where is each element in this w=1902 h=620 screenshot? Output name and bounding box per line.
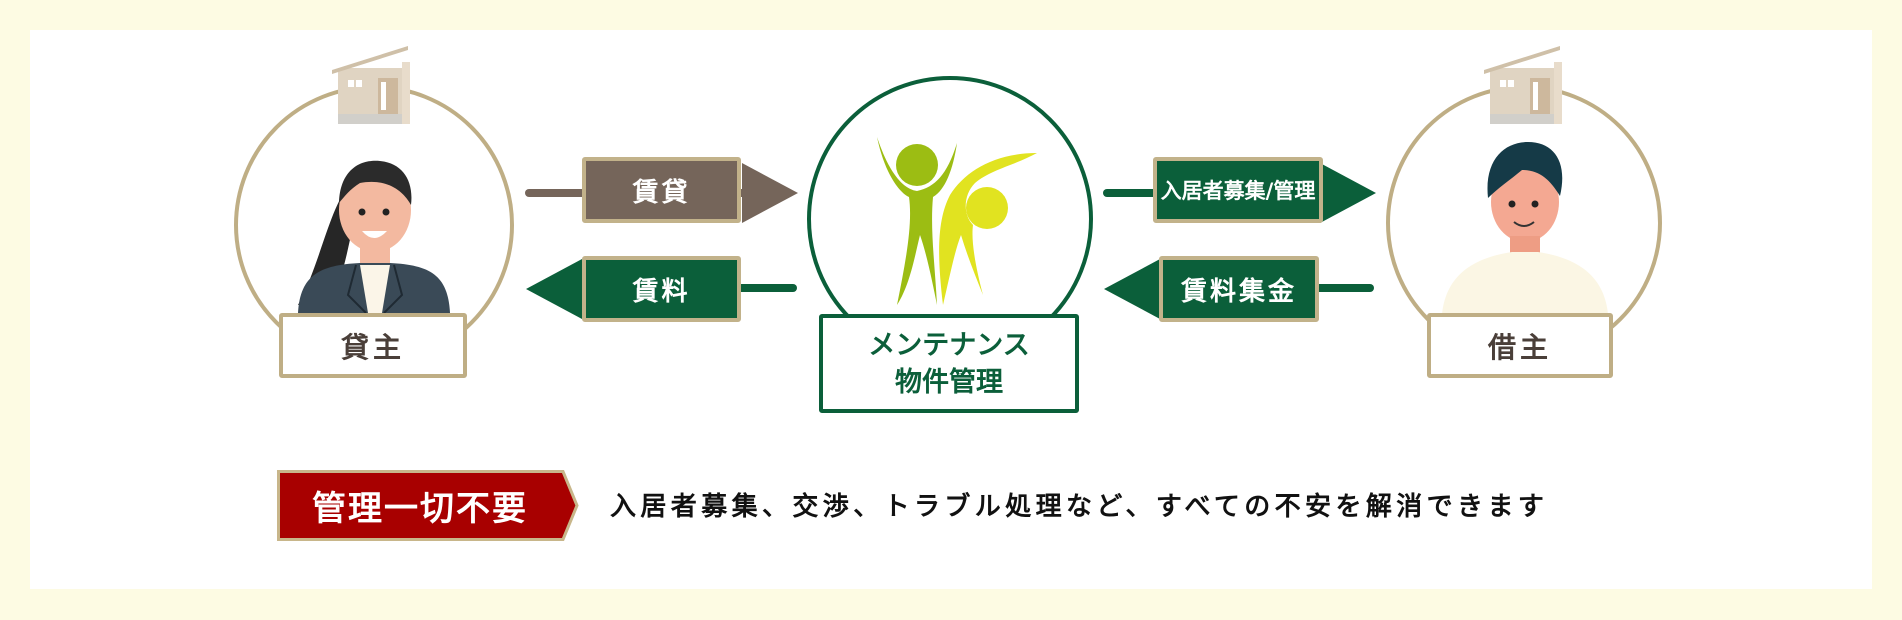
company-label-line2: 物件管理: [895, 366, 1003, 398]
flow-tenant-recruitment: 入居者募集/管理: [1153, 157, 1323, 223]
landlord-label: 貸主: [279, 313, 467, 378]
house-icon: [332, 46, 410, 124]
flow-rent-lease: 賃貸: [582, 157, 741, 223]
man-avatar-icon: [1442, 142, 1608, 314]
company-label: メンテナンス 物件管理: [819, 314, 1079, 413]
flow-rent-payment: 賃料: [582, 256, 741, 322]
arrow-left-icon: [1104, 259, 1160, 319]
company-logo-icon: [877, 137, 1037, 305]
arrow-left-icon: [526, 259, 582, 319]
badge-shape: [277, 470, 579, 541]
arrow-right-icon: [1320, 163, 1376, 223]
description-text: 入居者募集、交渉、トラブル処理など、すべての不安を解消できます: [610, 492, 1549, 522]
company-label-line1: メンテナンス: [868, 329, 1030, 361]
house-icon: [1484, 46, 1562, 124]
tenant-label: 借主: [1427, 313, 1613, 378]
flow-rent-collection: 賃料集金: [1159, 256, 1319, 322]
no-management-badge: 管理一切不要: [312, 489, 528, 529]
arrow-right-icon: [742, 163, 798, 223]
woman-avatar-icon: [298, 160, 450, 313]
